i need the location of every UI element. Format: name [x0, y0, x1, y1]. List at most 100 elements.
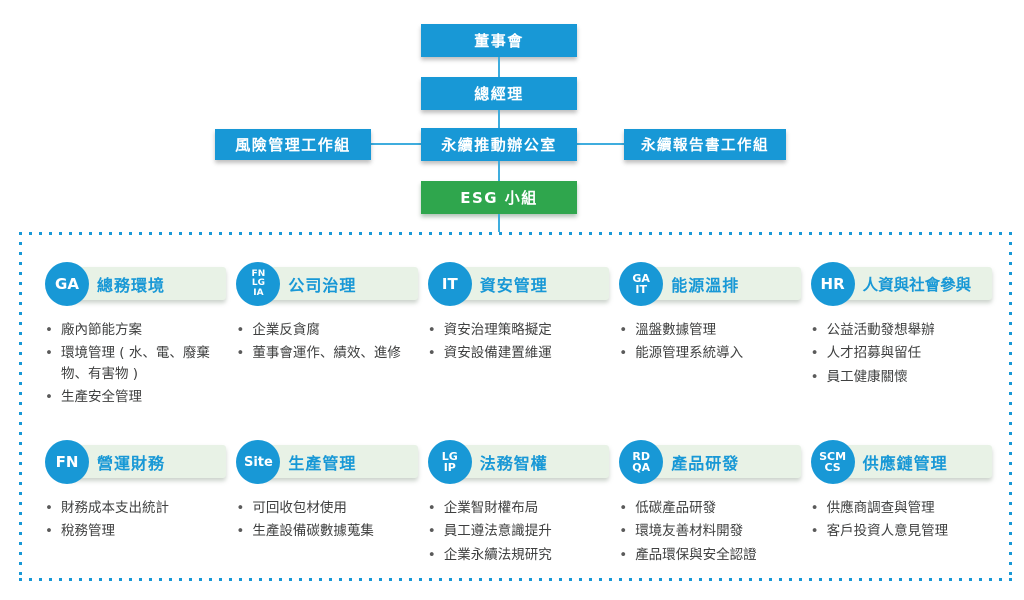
connector-office-report: [577, 143, 624, 145]
card-bullet-list: •低碳產品研發 •環境友善材料開發 • 產品環保與安全認證: [619, 498, 800, 565]
card-title-pill: 資安管理: [450, 267, 610, 300]
bullet-item: •能源管理系統導入: [619, 343, 800, 363]
node-sustainability-office: 永續推動辦公室: [421, 128, 577, 161]
card-title: 總務環境: [97, 275, 166, 295]
card-legal-ip: LG IP 法務智權 •企業智財權布局 •員工遵法意識提升 •企業永續法規研究: [427, 440, 610, 581]
card-title: 能源溫排: [671, 275, 740, 295]
bullet-text: 產品環保與安全認證: [635, 546, 757, 563]
badge-line: IT: [635, 283, 647, 296]
card-hr-social-participation: HR 人資與社會參與 •公益活動發想舉辦 •人才招募與留任 •員工健康關懷: [810, 262, 992, 440]
bullet-item: •董事會運作、績效、進修: [236, 343, 417, 363]
bullet-dot: •: [45, 500, 53, 516]
badge-line: IA: [253, 287, 264, 298]
card-bullet-list: • 溫盤數據管理 •能源管理系統導入: [619, 320, 800, 364]
card-information-security: IT 資安管理 • 資安治理策略擬定 • 資安設備建置維運: [427, 262, 610, 440]
connector-board-gm: [498, 57, 500, 77]
bullet-item: •環境友善材料開發: [619, 521, 800, 541]
bullet-text: 企業永續法規研究: [443, 546, 552, 563]
card-title-pill: 生產管理: [259, 445, 418, 478]
card-operations-finance: FN 營運財務 • 財務成本支出統計 • 稅務管理: [45, 440, 227, 581]
bullet-text: 資安設備建置維運: [443, 345, 552, 362]
bullet-text: 可回收包材使用: [252, 500, 347, 516]
badge-line: HR: [820, 275, 845, 293]
badge-rd-qa: RD QA: [619, 440, 664, 484]
badge-ga-it: GA IT: [619, 262, 664, 306]
bullet-dot: •: [810, 500, 819, 516]
card-bullet-list: • 財務成本支出統計 • 稅務管理: [45, 498, 226, 542]
bullet-text: 生產設備碳數據蒐集: [252, 523, 374, 540]
bullet-text: 董事會運作、績效、進修: [252, 345, 401, 362]
badge-line: QA: [632, 461, 651, 474]
card-product-rd: RD QA 產品研發 •低碳產品研發 •環境友善材料開發 • 產品環保與安全認證: [619, 440, 801, 581]
card-title: 產品研發: [671, 453, 740, 473]
bullet-dot: •: [810, 345, 819, 362]
badge-site: Site: [236, 440, 281, 484]
node-general-manager-label: 總經理: [474, 85, 524, 103]
badge-line: SCM: [819, 449, 847, 463]
node-esg-team-label: ESG 小組: [460, 189, 538, 207]
node-board: 董事會: [421, 24, 577, 57]
connector-gm-office: [498, 110, 500, 128]
bullet-text: 廠內節能方案: [61, 322, 142, 338]
card-bullet-list: • 廠內節能方案 •環境管理 ( 水、電、廢棄物、有害物 ) • 生產安全管理: [45, 320, 226, 407]
bullet-dot: •: [427, 500, 436, 516]
badge-line: LG: [251, 278, 265, 289]
badge-it: IT: [427, 262, 472, 306]
card-bullet-list: •企業智財權布局 •員工遵法意識提升 •企業永續法規研究: [428, 498, 609, 565]
card-title: 資安管理: [479, 275, 548, 295]
bullet-item: •可回收包材使用: [236, 498, 417, 518]
badge-line: RD: [632, 449, 650, 463]
card-title: 營運財務: [97, 453, 166, 473]
node-general-manager: 總經理: [421, 77, 577, 110]
badge-line: GA: [55, 275, 79, 293]
bullet-dot: •: [427, 523, 436, 540]
connector-risk-office: [371, 143, 421, 145]
bullet-item: •低碳產品研發: [619, 498, 800, 518]
card-bullet-list: • 資安治理策略擬定 • 資安設備建置維運: [428, 320, 609, 364]
bullet-dot: •: [619, 500, 628, 516]
bullet-text: 員工遵法意識提升: [443, 523, 552, 540]
card-bullet-list: •供應商調查與管理 •客戶投資人意見管理: [811, 498, 992, 542]
bullet-dot: •: [619, 322, 628, 338]
bullet-item: •企業反貪腐: [236, 320, 417, 340]
card-general-affairs-environment: GA 總務環境 • 廠內節能方案 •環境管理 ( 水、電、廢棄物、有害物 ) • 生…: [45, 262, 227, 440]
bullet-text: 財務成本支出統計: [61, 500, 169, 516]
bullet-text: 公益活動發想舉辦: [826, 322, 935, 338]
bullet-dot: •: [427, 345, 436, 362]
badge-fn: FN: [45, 440, 89, 484]
bullet-item: • 生產安全管理: [45, 387, 226, 407]
bullet-item: •人才招募與留任: [811, 343, 992, 363]
card-corporate-governance: FN LG IA 公司治理 •企業反貪腐 •董事會運作、績效、進修: [236, 262, 418, 440]
bullet-item: • 公益活動發想舉辦: [811, 320, 992, 340]
card-bullet-list: •可回收包材使用 • 生產設備碳數據蒐集: [236, 498, 417, 542]
bullet-text: 生產安全管理: [61, 388, 142, 405]
card-title: 人資與社會參與: [862, 275, 972, 294]
bullet-text: 企業智財權布局: [443, 500, 539, 516]
bullet-item: • 資安設備建置維運: [428, 343, 609, 363]
bullet-text: 供應商調查與管理: [826, 500, 935, 516]
badge-fn-lg-ia: FN LG IA: [236, 262, 281, 306]
bullet-dot: •: [810, 322, 819, 338]
card-title-pill: 產品研發: [642, 445, 801, 478]
bullet-item: • 產品環保與安全認證: [619, 545, 800, 565]
card-bullet-list: •公益活動發想舉辦 •人才招募與留任 •員工健康關懷: [811, 320, 992, 387]
bullet-dot: •: [45, 523, 53, 540]
bullet-text: 溫盤數據管理: [635, 322, 717, 338]
bullet-item: • 稅務管理: [45, 521, 226, 541]
card-title-pill: 人資與社會參與: [833, 267, 992, 300]
card-title-pill: 公司治理: [259, 267, 418, 300]
badge-scm-cs: SCM CS: [810, 440, 855, 484]
bullet-dot: •: [45, 388, 53, 405]
card-energy-emissions: GA IT 能源溫排 • 溫盤數據管理 •能源管理系統導入: [619, 262, 801, 440]
node-sustainability-office-label: 永續推動辦公室: [441, 136, 557, 154]
bullet-dot: •: [236, 523, 245, 540]
badge-line: FN: [55, 453, 79, 471]
bullet-dot: •: [619, 546, 628, 563]
badge-line: CS: [824, 461, 841, 474]
bullet-item: •環境管理 ( 水、電、廢棄物、有害物 ): [45, 343, 226, 384]
bullet-text: 稅務管理: [61, 523, 115, 540]
bullet-text: 資安治理策略擬定: [443, 322, 552, 338]
badge-lg-ip: LG IP: [427, 440, 472, 484]
bullet-item: • 財務成本支出統計: [45, 498, 226, 518]
bullet-text: 環境管理 ( 水、電、廢棄物、有害物 ): [61, 345, 210, 382]
